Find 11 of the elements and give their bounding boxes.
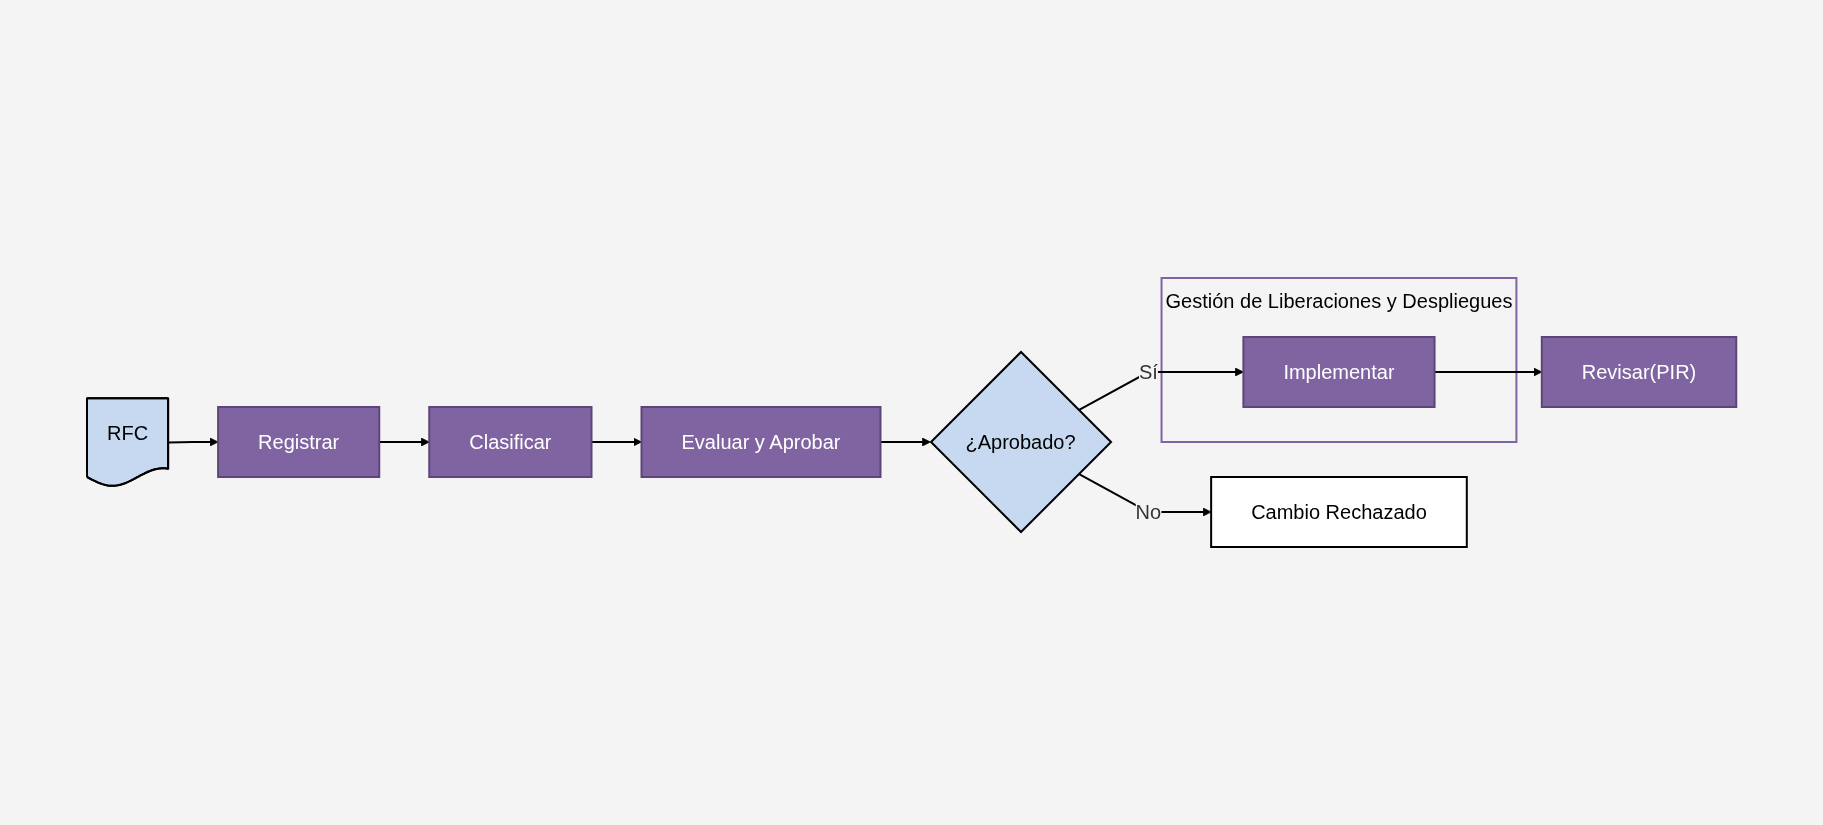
node-box [640,406,882,478]
cluster [1160,277,1518,443]
arrow [1077,367,1244,412]
node-box [217,406,381,478]
node-box [428,406,593,478]
edge-label: Sí [1138,361,1158,383]
edge-label: No [1135,501,1162,523]
node-box [1210,476,1468,548]
node-box [1242,336,1436,408]
node-diamond [929,350,1113,534]
node-box [1540,336,1738,408]
